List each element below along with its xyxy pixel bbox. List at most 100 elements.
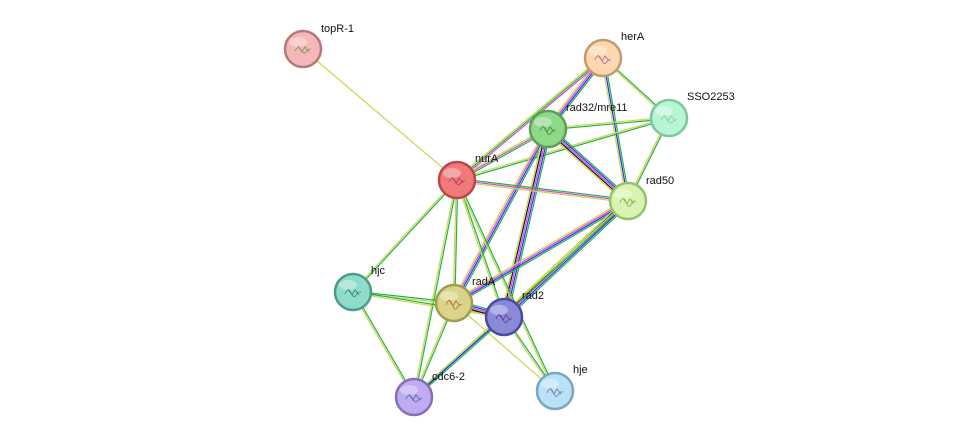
node-SSO2253[interactable]: SSO2253 xyxy=(649,91,735,138)
edge-strand xyxy=(414,179,459,398)
edge-strand xyxy=(351,178,458,293)
edge-strand xyxy=(504,201,630,319)
edge-radA-hje xyxy=(453,302,556,392)
edge-strand xyxy=(455,56,603,180)
edge-strand xyxy=(412,315,504,397)
protein-structure-icon xyxy=(594,54,612,64)
node-hje[interactable]: hje xyxy=(535,364,588,411)
node-layer: topR-1 herA SSO2253 rad32/mre11 nurA rad50 hjc… xyxy=(283,23,735,417)
protein-structure-icon xyxy=(294,45,312,54)
edge-SSO2253-nurA xyxy=(456,116,670,182)
node-label: herA xyxy=(621,31,645,43)
edge-strand xyxy=(455,179,504,318)
node-rad50[interactable]: rad50 xyxy=(608,175,674,221)
edge-strand xyxy=(455,179,555,392)
protein-structure-icon xyxy=(448,176,466,186)
edge-strand xyxy=(454,128,550,304)
node-highlight xyxy=(589,46,607,56)
edge-strand xyxy=(353,290,416,398)
protein-structure-icon xyxy=(495,313,513,323)
edge-nurA-cdc6-2 xyxy=(412,179,459,398)
edge-nurA-rad2 xyxy=(455,179,506,318)
edge-strand xyxy=(352,179,459,294)
protein-structure-icon xyxy=(405,393,423,403)
edge-strand xyxy=(600,57,628,202)
node-rad32_mre11[interactable]: rad32/mre11 xyxy=(528,102,628,149)
edge-rad32_mre11-radA xyxy=(451,127,551,305)
edge-strand xyxy=(452,128,548,304)
edge-strand xyxy=(500,127,546,317)
node-circle[interactable] xyxy=(535,371,575,411)
node-cdc6-2[interactable]: cdc6-2 xyxy=(394,371,465,417)
protein-structure-icon xyxy=(619,197,637,207)
node-label: cdc6-2 xyxy=(432,371,465,383)
edge-strand xyxy=(506,129,552,319)
node-label: rad50 xyxy=(646,175,674,187)
node-circle[interactable] xyxy=(437,160,477,200)
edge-rad50-radA xyxy=(452,198,630,306)
edge-strand xyxy=(455,129,551,305)
edge-strand xyxy=(453,302,556,392)
node-circle[interactable] xyxy=(333,272,373,312)
node-highlight xyxy=(655,106,673,116)
node-nurA[interactable]: nurA xyxy=(437,153,499,200)
node-label: hjc xyxy=(371,265,386,277)
node-label: radA xyxy=(472,276,496,288)
node-highlight xyxy=(614,189,632,199)
node-highlight xyxy=(400,385,418,395)
protein-structure-icon xyxy=(445,299,463,310)
edge-strand xyxy=(456,177,629,201)
node-highlight xyxy=(541,379,559,389)
edge-strand xyxy=(456,118,670,182)
node-herA[interactable]: herA xyxy=(583,31,645,78)
edge-herA-rad50 xyxy=(600,57,631,202)
edge-strand xyxy=(457,179,506,318)
node-circle[interactable] xyxy=(528,109,568,149)
edge-hjc-cdc6-2 xyxy=(351,290,416,399)
edge-strand xyxy=(453,201,630,305)
edge-strand xyxy=(456,180,629,204)
node-label: rad2 xyxy=(522,290,544,302)
edge-nurA-hje xyxy=(455,179,557,392)
edge-strand xyxy=(302,48,458,181)
edge-nurA-hjc xyxy=(351,178,459,294)
node-highlight xyxy=(339,280,357,290)
edge-strand xyxy=(456,57,604,181)
edge-strand xyxy=(501,128,548,318)
edge-topR-1-nurA xyxy=(302,48,458,181)
edge-rad32_mre11-rad2 xyxy=(500,127,552,319)
node-circle[interactable] xyxy=(583,38,623,78)
node-circle[interactable] xyxy=(434,283,474,323)
edge-strand xyxy=(452,179,457,304)
node-label: hje xyxy=(573,364,588,376)
node-circle[interactable] xyxy=(608,181,648,221)
protein-structure-icon xyxy=(344,288,362,298)
edge-strand xyxy=(413,316,505,398)
node-highlight xyxy=(289,37,307,47)
node-label: rad32/mre11 xyxy=(566,102,628,114)
node-highlight xyxy=(443,168,461,178)
node-circle[interactable] xyxy=(283,29,323,69)
node-highlight xyxy=(490,305,508,315)
protein-structure-icon xyxy=(546,387,564,397)
node-radA[interactable]: radA xyxy=(434,276,496,323)
edge-strand xyxy=(451,127,547,303)
edge-rad2-cdc6-2 xyxy=(412,315,506,399)
node-circle[interactable] xyxy=(394,377,434,417)
node-circle[interactable] xyxy=(649,98,689,138)
edge-strand xyxy=(351,291,414,399)
edge-strand xyxy=(503,128,549,318)
edge-strand xyxy=(454,202,630,306)
edge-strand xyxy=(603,57,631,202)
edge-strand xyxy=(456,179,629,202)
edge-strand xyxy=(547,116,670,129)
node-label: SSO2253 xyxy=(687,91,735,103)
node-topR-1[interactable]: topR-1 xyxy=(283,23,354,69)
node-hjc[interactable]: hjc xyxy=(333,265,386,312)
edge-strand xyxy=(452,198,628,302)
edge-nurA-radA xyxy=(452,179,459,304)
node-rad2[interactable]: rad2 xyxy=(484,290,544,337)
node-circle[interactable] xyxy=(484,297,524,337)
edge-strand xyxy=(505,202,631,320)
